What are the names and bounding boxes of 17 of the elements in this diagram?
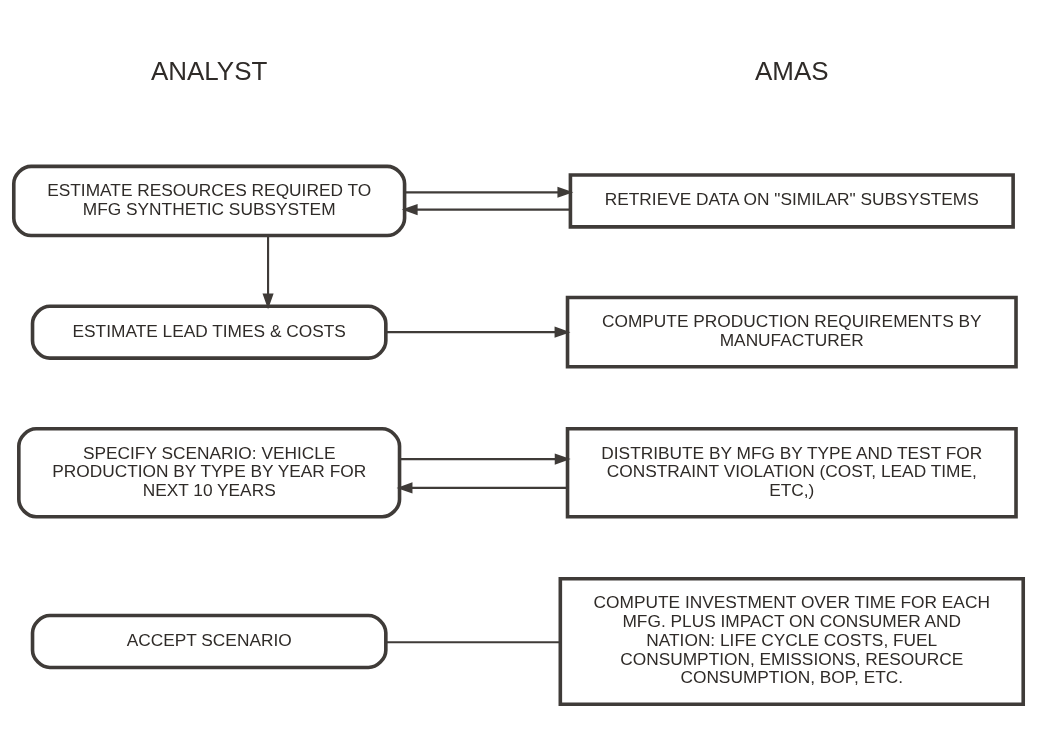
arrow [399,453,571,465]
arrow [396,482,568,494]
node-box: ESTIMATE RESOURCES REQUIRED TO MFG SYNTHETIC SUBSYSTEM [11,164,407,238]
connector [385,641,561,644]
arrow [404,186,574,198]
label: AMAS [755,57,829,86]
node-box: ESTIMATE LEAD TIMES & COSTS [30,304,388,360]
arrow [262,236,274,310]
node-box: COMPUTE INVESTMENT OVER TIME FOR EACH MFG. PLUS IMPACT ON CONSUMER AND NATION: LIFE CYCLE COSTS, FUEL CONSUMPTION, EMISSIONS, RESOURCE CONSUMPTION, BOP, ETC. [558,576,1026,707]
label: ANALYST [151,57,268,86]
node-box: COMPUTE PRODUCTION REQUIREMENTS BY MANUFACTURER [565,295,1018,369]
node-box: SPECIFY SCENARIO: VEHICLE PRODUCTION BY TYPE BY YEAR FOR NEXT 10 YEARS [17,427,402,519]
arrow [401,204,571,216]
node-box: RETRIEVE DATA ON "SIMILAR" SUBSYSTEMS [568,173,1015,229]
arrow [385,326,571,338]
node-box: DISTRIBUTE BY MFG BY TYPE AND TEST FOR CONSTRAINT VIOLATION (COST, LEAD TIME, ETC,) [565,427,1018,519]
node-box: ACCEPT SCENARIO [30,613,388,670]
